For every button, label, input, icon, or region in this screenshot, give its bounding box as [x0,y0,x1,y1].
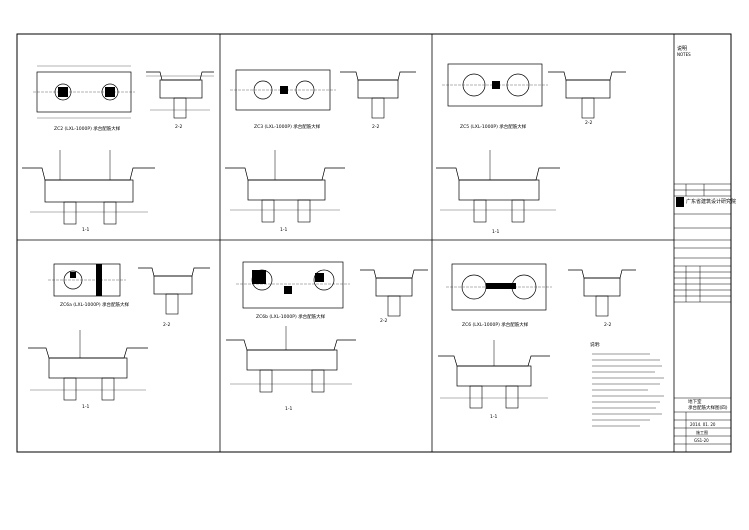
notes-heading: 说明: [590,341,601,348]
section-1-1 [438,340,550,409]
drawing-stage: 施工图 [696,430,708,435]
section-1-1 [226,326,356,393]
section-label: 2-2 [604,322,611,328]
panel-1: ZC2 (LXL-1000P) 承台配筋大样 2-2 1-1 [22,65,214,233]
section-2-2 [138,267,210,315]
plan-title: ZC6 (LXL-1000P) 承台配筋大样 [462,321,529,328]
plan-view [230,69,336,111]
institute-name: 广东省建筑设计研究院 [686,199,737,205]
section-label: 1-1 [490,414,497,420]
panel-5: ZC6b (LXL-1000P) 承台配筋大样 2-2 1-1 [226,261,428,412]
section-label: 1-1 [285,406,292,412]
plan-title: ZC3 (LXL-1000P) 承台配筋大样 [254,123,321,130]
panel-6: ZC6 (LXL-1000P) 承台配筋大样 2-2 1-1 说明: [438,263,664,427]
drawing-date: 2014. 01. 20 [690,422,716,427]
plan-view [33,65,135,119]
plan-view [236,261,350,309]
panel-2: ZC3 (LXL-1000P) 承台配筋大样 2-2 1-1 [225,69,416,233]
sheet-border [16,33,732,453]
title-block-header: 说明 [677,46,688,52]
section-label: 1-1 [492,229,499,235]
plan-title: ZC5 (LXL-1000P) 承台配筋大样 [460,123,527,130]
plan-view [446,263,552,311]
section-2-2 [548,71,626,119]
section-1-1 [22,150,155,225]
section-label: 2-2 [163,322,170,328]
pile-circle [54,83,72,101]
section-2-2 [146,71,214,119]
drawing-name-line-1: 地下室 [688,400,702,405]
notes-lines [592,353,664,427]
institute-logo-block [676,197,684,207]
plan-title: ZC2 (LXL-1000P) 承台配筋大样 [54,125,121,132]
pile-circle [313,269,335,291]
section-1-1 [225,150,345,223]
section-label: 1-1 [82,227,89,233]
plan-title: ZC6a (LXL-1000P) 承台配筋大样 [60,301,130,308]
drawing-name-line-2: 承台配筋大样图(四) [688,406,728,411]
title-block-header-sub: NOTES [677,52,691,57]
section-2-2 [340,71,416,119]
plan-view [48,263,126,297]
section-2-2 [360,269,428,317]
section-1-1 [436,150,560,223]
section-label: 1-1 [82,404,89,410]
plan-view [442,63,548,107]
section-label: 2-2 [372,124,379,130]
section-label: 2-2 [585,120,592,126]
drawing-number: GS1-20 [694,438,709,443]
pile-circle [101,83,119,101]
plan-title: ZC6b (LXL-1000P) 承台配筋大样 [256,313,326,320]
title-block-grid [674,183,731,452]
panel-4: ZC6a (LXL-1000P) 承台配筋大样 2-2 1-1 [28,263,210,410]
panel-3: ZC5 (LXL-1000P) 承台配筋大样 2-2 1-1 [436,63,626,235]
section-1-1 [28,330,148,401]
section-2-2 [568,269,636,317]
section-label: 1-1 [280,227,287,233]
section-label: 2-2 [380,318,387,324]
section-label: 2-2 [175,124,182,130]
